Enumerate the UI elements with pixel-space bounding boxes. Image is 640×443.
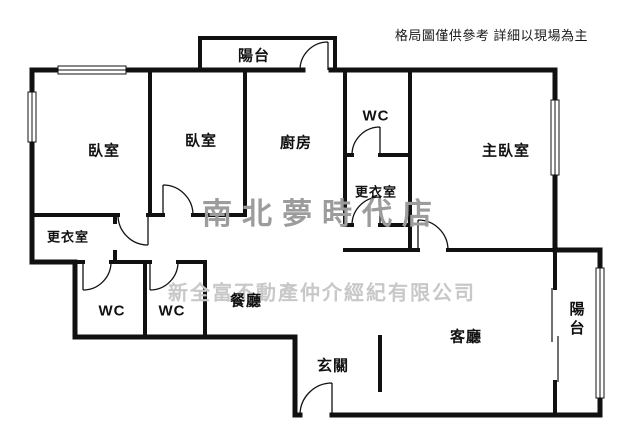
door-wc-mid [149,261,179,291]
room-label-master-bedroom: 主臥室 [481,142,531,160]
door-balcony-top [299,41,329,71]
door-arcs [82,41,449,416]
room-label-entry: 玄關 [316,357,350,375]
watermark-store-name: 南北夢時代店 [202,198,442,231]
room-label-wc-top: WC [362,107,390,125]
room-label-balcony-top: 陽台 [237,47,271,65]
disclaimer-text: 格局圖僅供參考 詳細以現場為主 [394,28,588,43]
room-label-wc-mid: WC [158,302,186,320]
room-label-dining: 餐廳 [229,292,263,310]
room-label-closet-left: 更衣室 [46,229,90,245]
door-wc-left [82,261,112,291]
room-label-bedroom-mid: 臥室 [184,132,218,150]
door-entry [299,382,333,416]
door-bedroom-left [117,214,149,246]
door-bedroom-mid [162,184,194,216]
door-master-bedroom [417,219,449,251]
door-wc-top [351,126,381,156]
room-label-kitchen: 廚房 [279,134,313,152]
room-label-bedroom-left: 臥室 [87,142,121,160]
room-label-wc-left: WC [98,302,126,320]
room-label-balcony-right: 陽台 [567,301,585,339]
window-symbols [27,65,605,399]
interior-walls [30,68,557,417]
door-closet-right [351,196,381,226]
room-label-closet-right: 更衣室 [354,184,398,200]
sliding-door [551,288,559,382]
room-label-living: 客廳 [449,328,483,346]
balcony-walls [198,36,337,72]
watermark-company-name: 新全富不動產仲介經紀有限公司 [168,282,476,305]
